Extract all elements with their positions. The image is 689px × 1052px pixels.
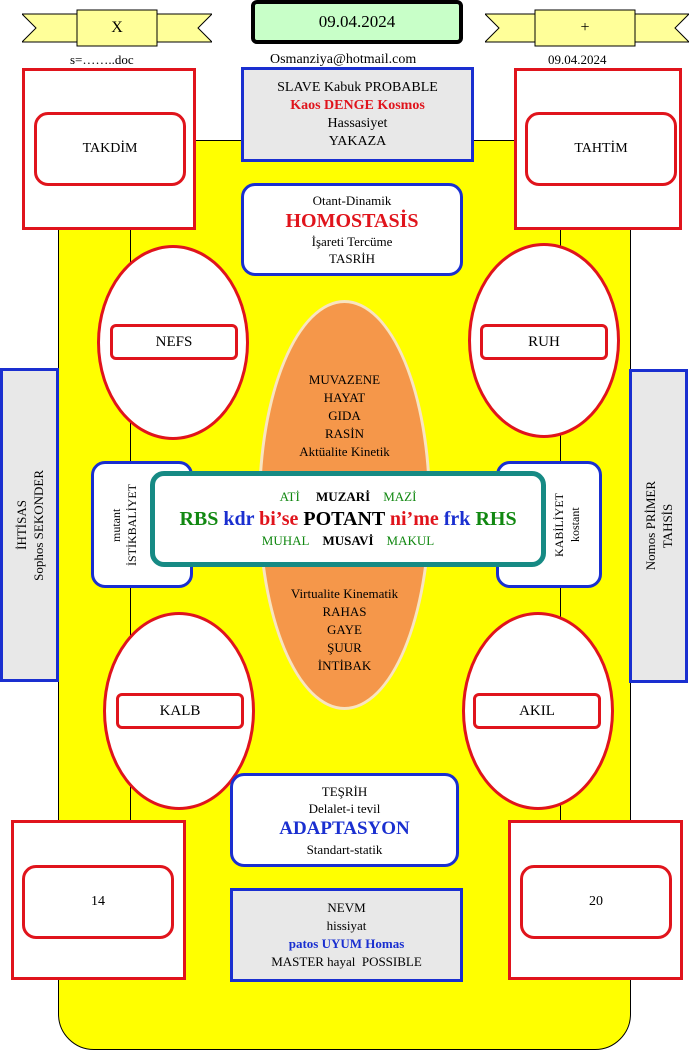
- gida-line: GIDA: [328, 407, 361, 423]
- mutant-line: mutant: [109, 507, 123, 542]
- kabiliyet-text: KABİLİYET kostant: [551, 493, 583, 557]
- nime-word: ni’me: [389, 508, 439, 530]
- hassasiyet-line: Hassasiyet: [327, 115, 388, 131]
- right-date-label: 09.04.2024: [548, 52, 607, 67]
- muzari-word: MUZARİ: [316, 489, 371, 504]
- nomos-text: Nomos PRİMER TAHSİS: [642, 481, 676, 570]
- nefs-label-box: NEFS: [110, 324, 238, 360]
- kaos-denge-line: Kaos DENGE Kosmos: [290, 97, 425, 113]
- yakaza-line: YAKAZA: [328, 133, 387, 149]
- virtualite-line: Virtualite Kinematik: [290, 585, 399, 601]
- tahtim-label-box: TAHTİM: [525, 112, 677, 186]
- master-hayal-line: MASTER hayal POSSIBLE: [271, 954, 422, 969]
- potant-word: POTANT: [303, 508, 385, 530]
- takdim-label-box: TAKDİM: [34, 112, 186, 186]
- mazi-word: MAZİ: [383, 489, 417, 504]
- hayat-line: HAYAT: [323, 389, 366, 405]
- bottom-right-number: 20: [589, 894, 603, 909]
- center-row-3: MUHAL MUSAVİ MAKUL: [262, 532, 434, 550]
- aktualite-line: Aktüalite Kinetik: [299, 443, 390, 459]
- sophos-line: Sophos SEKONDER: [30, 469, 46, 581]
- ihtisas-line: İHTİSAS: [13, 500, 29, 550]
- oval-bottom-text: Virtualite Kinematik RAHAS GAYE ŞUUR İNT…: [262, 582, 427, 677]
- standart-statik-line: Standart-statik: [306, 841, 383, 857]
- kabiliyet-line: KABİLİYET: [552, 492, 566, 557]
- nomos-side-box: Nomos PRİMER TAHSİS: [629, 369, 688, 683]
- rbs-word: RBS: [179, 508, 219, 530]
- tahsis-line: TAHSİS: [659, 503, 675, 549]
- delalet-line: Delalet-i tevil: [308, 800, 381, 816]
- rhs-word: RHS: [475, 508, 517, 530]
- muvazene-line: MUVAZENE: [308, 371, 381, 387]
- oval-top-text: MUVAZENE HAYAT GIDA RASİN Aktüalite Kine…: [262, 368, 427, 463]
- ruh-label-box: RUH: [480, 324, 608, 360]
- rahas-line: RAHAS: [322, 603, 367, 619]
- hissiyat-line: hissiyat: [326, 918, 367, 933]
- akil-label-box: AKIL: [473, 693, 601, 729]
- muhal-word: MUHAL: [261, 533, 310, 548]
- istikbaliyet-text: mutant İSTİKBALİYET: [108, 484, 140, 566]
- email-label: Osmanziya@hotmail.com: [270, 52, 417, 67]
- right-ribbon-banner: [485, 9, 689, 47]
- otant-dinamik-line: Otant-Dinamik: [312, 193, 392, 208]
- frk-word: frk: [443, 508, 471, 530]
- istikbaliyet-line: İSTİKBALİYET: [125, 483, 139, 566]
- nevm-line: NEVM: [327, 900, 366, 915]
- adaptasyon-box: TEŞRİH Delalet-i tevil ADAPTASYON Standa…: [230, 773, 459, 867]
- bottom-right-label-box: 20: [520, 865, 672, 939]
- left-ribbon-banner: [22, 9, 212, 47]
- bottom-left-number: 14: [91, 894, 105, 909]
- makul-word: MAKUL: [386, 533, 435, 548]
- tahtim-text: TAHTİM: [574, 141, 628, 156]
- potant-center-box: ATİ MUZARİ MAZİ RBS kdr bi’se POTANT ni’…: [150, 471, 546, 567]
- teshrih-line: TEŞRİH: [321, 783, 368, 799]
- intibak-line: İNTİBAK: [317, 657, 372, 673]
- nomos-line: Nomos PRİMER: [642, 481, 658, 571]
- bottom-left-label-box: 14: [22, 865, 174, 939]
- homostasis-title: HOMOSTASİS: [285, 210, 419, 232]
- ihtisas-text: İHTİSAS Sophos SEKONDER: [13, 470, 47, 581]
- musavi-word: MUSAVİ: [322, 533, 374, 548]
- date-box: 09.04.2024: [251, 0, 463, 44]
- center-row-1: ATİ MUZARİ MAZİ: [280, 488, 417, 506]
- adaptasyon-title: ADAPTASYON: [279, 817, 410, 839]
- slave-kabuk-box: SLAVE Kabuk PROBABLE Kaos DENGE Kosmos H…: [241, 67, 474, 162]
- takdim-text: TAKDİM: [82, 141, 138, 156]
- isareti-tercume-line: İşareti Tercüme: [311, 234, 393, 249]
- left-doc-label: s=……..doc: [70, 52, 134, 67]
- rasin-line: RASİN: [324, 425, 364, 441]
- ati-word: ATİ: [279, 489, 300, 504]
- nevm-box: NEVM hissiyat patos UYUM Homas MASTER ha…: [230, 888, 463, 982]
- left-ribbon-label: X: [111, 19, 123, 36]
- gaye-line: GAYE: [327, 621, 362, 637]
- suur-line: ŞUUR: [327, 639, 362, 655]
- kalb-text: KALB: [159, 702, 201, 719]
- kalb-label-box: KALB: [116, 693, 244, 729]
- kdr-word: kdr: [223, 508, 255, 530]
- homostasis-box: Otant-Dinamik HOMOSTASİS İşareti Tercüme…: [241, 183, 463, 276]
- ihtisas-side-box: İHTİSAS Sophos SEKONDER: [0, 368, 59, 682]
- right-ribbon-label: +: [580, 19, 590, 36]
- slave-line: SLAVE Kabuk PROBABLE: [277, 79, 438, 95]
- ruh-text: RUH: [528, 333, 560, 350]
- tasrih-line: TASRİH: [329, 251, 375, 266]
- nefs-text: NEFS: [155, 333, 193, 350]
- center-row-2: RBS kdr bi’se POTANT ni’me frk RHS: [179, 506, 516, 532]
- akil-text: AKIL: [519, 702, 555, 719]
- bise-word: bi’se: [259, 508, 299, 530]
- patos-uyum-line: patos UYUM Homas: [288, 936, 405, 951]
- kostant-line: kostant: [568, 507, 582, 542]
